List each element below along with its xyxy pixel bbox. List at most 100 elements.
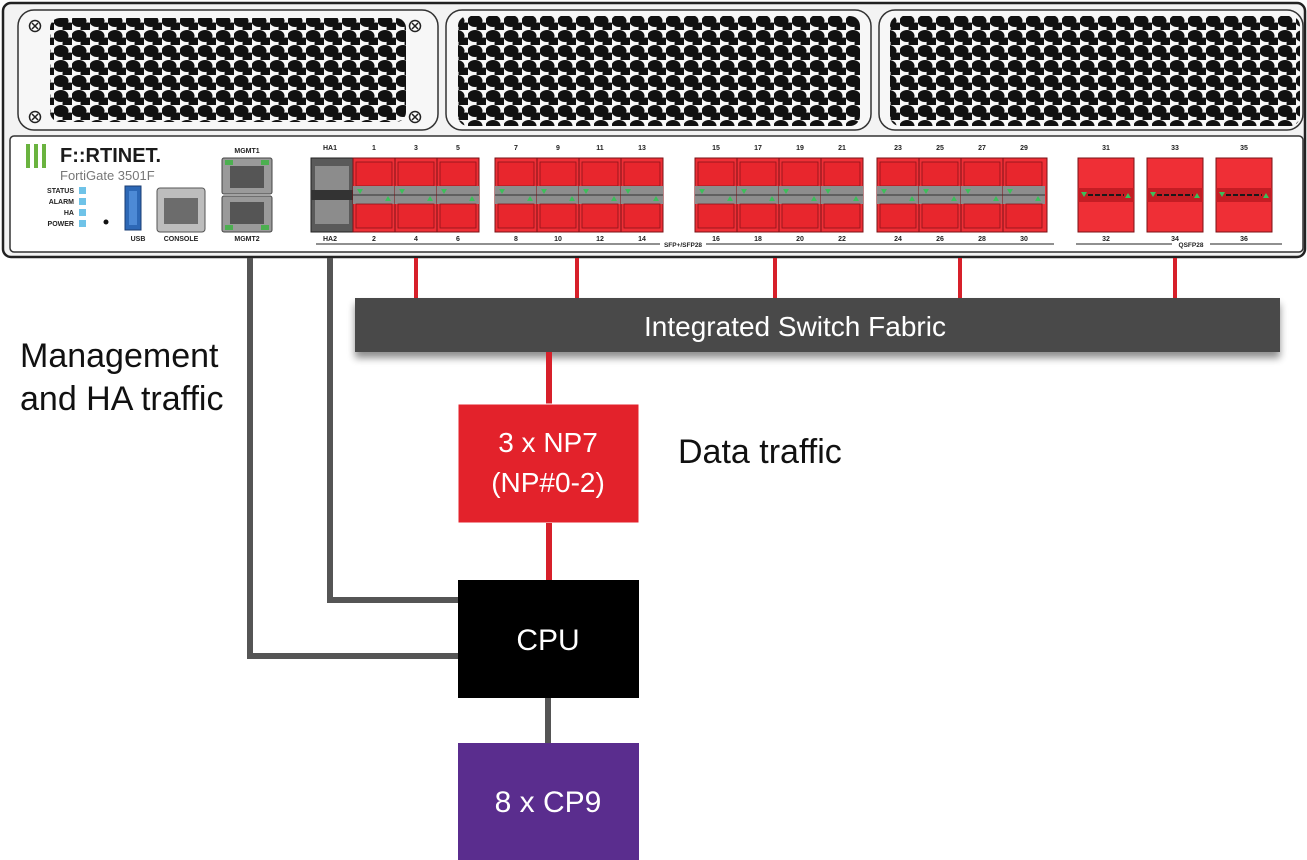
sfp-port-number-top: 29 [1020,145,1028,152]
link-led-icon [1194,193,1200,198]
sfp-port-number-bottom: 24 [894,236,902,243]
sfp-port-column: 78 [494,145,537,243]
link-led-icon [1263,193,1269,198]
sfp-port-number-top: 17 [754,145,762,152]
sfp-port-number-bottom: 10 [554,236,562,243]
led-indicator [79,187,86,194]
link-led-icon [825,189,831,194]
sfp-port [963,203,1001,229]
link-led-icon [769,196,775,201]
sfp-port [739,203,777,229]
link-led-icon [427,196,433,201]
mgmt-traffic-label-line1: Management [20,337,219,375]
sfp-port [497,161,535,187]
sfp-port [823,203,861,229]
sfp-port [397,203,435,229]
usb-port: USB [124,185,146,243]
sfp-port-number-bottom: 22 [838,236,846,243]
brand-area: F::RTINET. FortiGate 3501F [26,144,161,183]
sfp-port [921,203,959,229]
screw-icon [28,110,42,124]
link-led-icon [399,189,405,194]
model-name: FortiGate 3501F [60,168,155,183]
sfp-ports: 1234567891011121314151617181920212223242… [352,145,1045,243]
qsfp-group-label: QSFP28 [1179,242,1204,249]
data-traffic-label: Data traffic [678,433,842,471]
sfp-port [397,161,435,187]
screw-icon [28,19,42,33]
vent-panel-left [17,9,439,131]
switch-fabric: Integrated Switch Fabric [355,298,1280,352]
reset-pinhole-icon [103,219,109,225]
sfp-port-number-bottom: 2 [372,236,376,243]
sfp-port [879,161,917,187]
sfp-port [781,161,819,187]
fortinet-logo-icon [26,144,46,168]
sfp-port [355,203,393,229]
sfp-group-bracket: SFP+/SFP28 [316,242,1054,249]
mgmt1-label: MGMT1 [234,148,259,155]
status-leds: STATUS ALARM HA POWER [47,187,109,228]
link-led-icon [357,189,363,194]
screw-icon [408,19,422,33]
cp9-label: 8 x CP9 [495,786,602,819]
sfp-port-column: 12 [352,145,395,243]
link-led-icon [499,189,505,194]
sfp-port-number-top: 19 [796,145,804,152]
sfp-port [539,161,577,187]
led-label-ha: HA [64,210,74,217]
np7-label-line1: 3 x NP7 [498,427,598,458]
link-led-icon [441,189,447,194]
sfp-port-column: 29 30 [1002,145,1045,243]
led-label-status: STATUS [47,188,74,195]
cpu-label: CPU [516,624,579,657]
link-led-icon [569,196,575,201]
link-led-icon [625,189,631,194]
link-led-icon [951,196,957,201]
link-led-icon [469,196,475,201]
sfp-port-number-bottom: 16 [712,236,720,243]
link-led-icon [541,189,547,194]
link-led-icon [611,196,617,201]
usb-label: USB [131,236,146,243]
mgmt-link-line [247,258,458,659]
led-indicator [79,198,86,205]
link-led-icon [909,196,915,201]
sfp-port-number-top: 5 [456,145,460,152]
link-led-icon [1007,189,1013,194]
sfp-port-number-bottom: 8 [514,236,518,243]
link-led-icon [853,196,859,201]
link-led-icon [385,196,391,201]
sfp-port-column: 910 [536,145,579,243]
screw-icon [408,110,422,124]
sfp-group-label: SFP+/SFP28 [664,242,702,249]
cp9-block: 8 x CP9 [458,743,639,860]
sfp-port-number-top: 3 [414,145,418,152]
sfp-port [439,161,477,187]
sfp-port [697,161,735,187]
led-indicator [79,209,86,216]
sfp-port-number-top: 1 [372,145,376,152]
sfp-port-column: 34 [394,145,437,243]
np7-block: 3 x NP7 (NP#0-2) [457,403,640,524]
link-led-icon [1219,192,1225,197]
qsfp-port-number-top: 31 [1102,145,1110,152]
sfp-port [355,161,393,187]
link-led-icon [1125,193,1131,198]
ha-ports: HA1 HA2 [310,145,354,243]
sfp-port-number-bottom: 30 [1020,236,1028,243]
sfp-port-number-top: 15 [712,145,720,152]
cpu-block: CPU [458,580,639,698]
sfp-port [739,161,777,187]
sfp-port [1005,161,1043,187]
sfp-port [581,161,619,187]
ha2-label: HA2 [323,236,337,243]
